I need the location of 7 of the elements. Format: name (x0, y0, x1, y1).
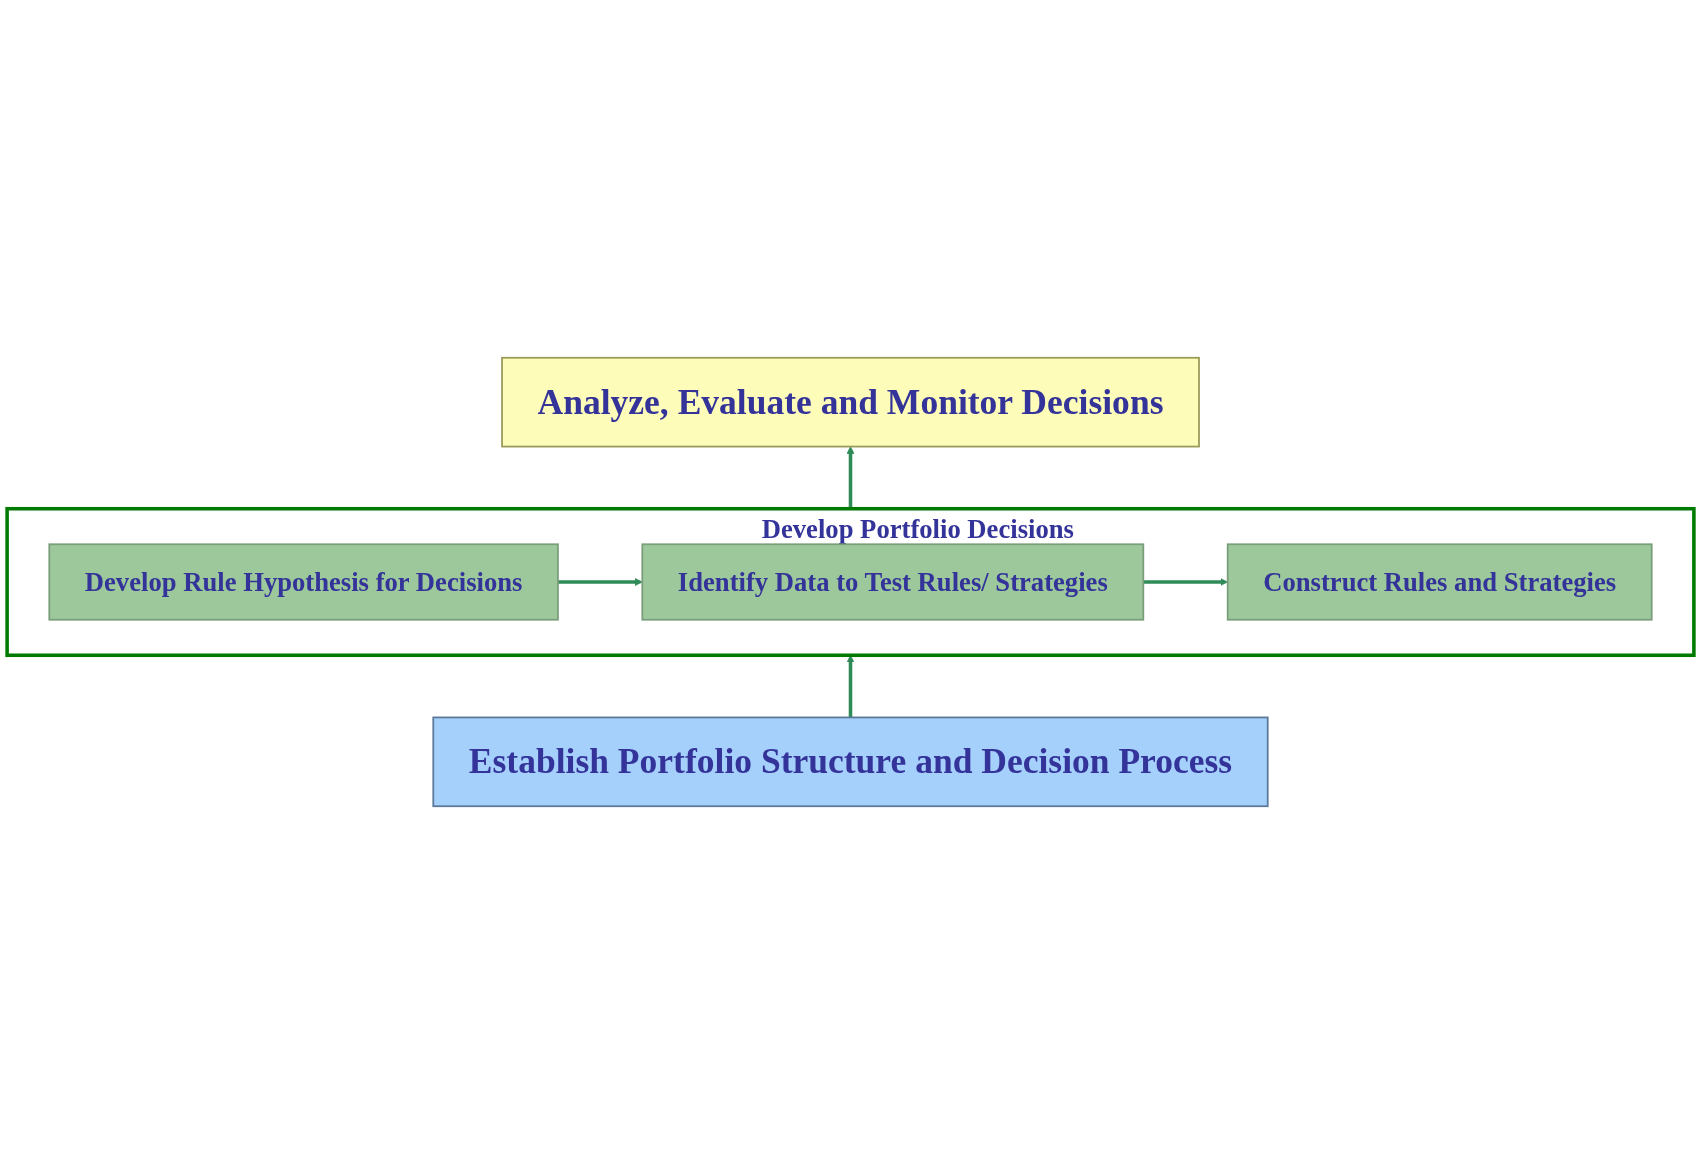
arrow (557, 578, 643, 586)
node-box: Analyze, Evaluate and Monitor Decisions (501, 356, 1200, 448)
node-box: Establish Portfolio Structure and Decision Process (432, 716, 1269, 808)
node-box: Construct Rules and Strategies (1226, 543, 1653, 621)
node-box: Identify Data to Test Rules/ Strategies (641, 543, 1145, 621)
node-box: Develop Rule Hypothesis for Decisions (48, 543, 559, 621)
arrow (846, 446, 855, 509)
